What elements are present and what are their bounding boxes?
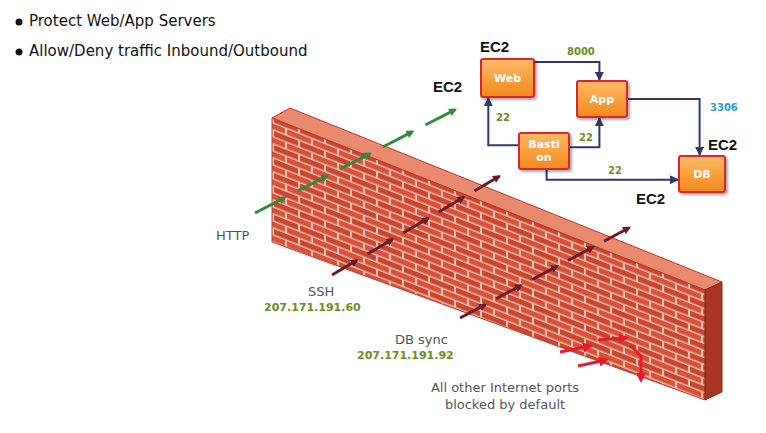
ip-address: 207.171.191.92 — [357, 349, 454, 362]
bullet-dot — [16, 19, 23, 26]
port-label: 3306 — [708, 102, 740, 113]
server-box: EC2DB — [678, 155, 726, 193]
box-label: Web — [494, 72, 521, 85]
server-box: App — [576, 80, 628, 118]
bullet-text: Allow/Deny traffic Inbound/Outbound — [29, 42, 307, 60]
box-label: Basti on — [527, 138, 561, 164]
instance-label: EC2 — [708, 136, 737, 153]
port-label: 22 — [606, 165, 624, 176]
connector — [570, 118, 599, 147]
http-arrows — [255, 110, 455, 213]
ip-address: 207.171.191.60 — [264, 301, 361, 314]
box-label: App — [590, 93, 614, 106]
traffic-label: SSH — [308, 284, 334, 299]
port-label: 8000 — [565, 46, 597, 57]
traffic-label: HTTP — [216, 228, 249, 243]
wall-end — [705, 282, 722, 400]
blocked-note: All other Internet ports blocked by defa… — [410, 379, 600, 413]
box-label: DB — [693, 168, 711, 181]
blocked-arrows — [560, 338, 641, 380]
connector — [535, 62, 599, 80]
brick-wall — [272, 118, 705, 400]
ssh-arrows — [332, 176, 499, 275]
server-box: Basti on — [518, 132, 570, 170]
port-label: 22 — [577, 132, 595, 143]
dbsync-arrows — [460, 228, 629, 318]
connector — [628, 99, 700, 155]
server-box: EC2Web — [480, 58, 535, 98]
instance-label: EC2 — [433, 78, 462, 95]
connector — [488, 98, 518, 145]
instance-label: EC2 — [636, 190, 665, 207]
instance-label: EC2 — [480, 38, 509, 55]
bullet-dot — [16, 49, 23, 56]
traffic-label: DB sync — [395, 332, 448, 347]
port-label: 22 — [494, 112, 512, 123]
bullet-text: Protect Web/App Servers — [29, 12, 216, 30]
